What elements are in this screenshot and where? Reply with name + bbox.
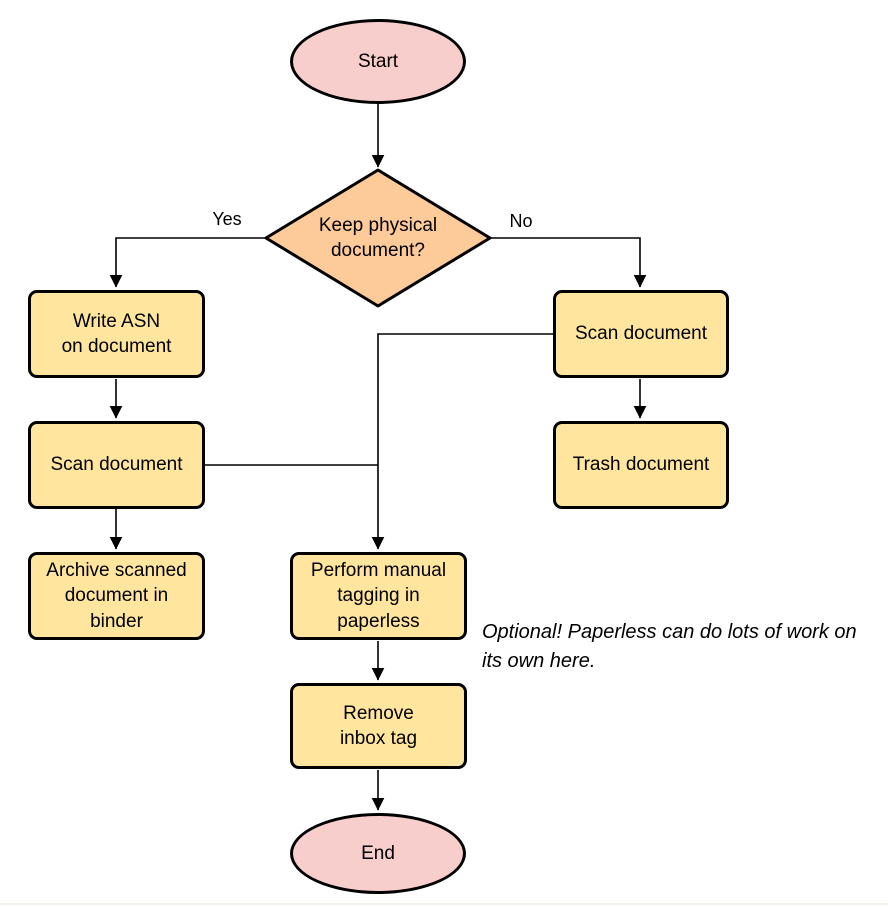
node-trash-document: Trash document bbox=[553, 421, 729, 509]
node-trash-document-label: Trash document bbox=[572, 454, 710, 476]
branch-label-no: No bbox=[509, 211, 533, 231]
node-remove-inbox-tag-label: Remove inbox tag bbox=[339, 702, 418, 749]
node-perform-tagging-label: Perform manual tagging in paperless bbox=[310, 560, 447, 632]
node-write-asn-label: Write ASN on document bbox=[61, 310, 172, 357]
decision-diamond bbox=[264, 168, 492, 308]
node-write-asn: Write ASN on document bbox=[28, 290, 205, 378]
node-remove-inbox-tag: Remove inbox tag bbox=[290, 683, 467, 769]
node-scan-document-right: Scan document bbox=[553, 290, 729, 378]
node-archive-scanned: Archive scanned document in binder bbox=[28, 552, 205, 640]
page-bottom-border bbox=[0, 903, 888, 905]
decision-text: Keep physical document? bbox=[318, 214, 438, 261]
edge-scan-right-to-perform-tagging bbox=[371, 333, 553, 550]
node-end-label: End bbox=[361, 842, 395, 864]
node-start-label: Start bbox=[357, 50, 399, 72]
node-start: Start bbox=[290, 19, 466, 104]
node-scan-document-right-label: Scan document bbox=[574, 323, 708, 345]
node-decision-label: Keep physical document? bbox=[266, 170, 490, 306]
annotation-optional: Optional! Paperless can do lots of work … bbox=[482, 621, 857, 672]
edge-decision-no-to-scan-right bbox=[490, 237, 647, 288]
node-scan-document-left-label: Scan document bbox=[50, 454, 183, 476]
node-end: End bbox=[290, 813, 466, 894]
branch-label-yes: Yes bbox=[212, 209, 242, 229]
edge-decision-yes-to-write-asn bbox=[109, 237, 266, 288]
node-scan-document-left: Scan document bbox=[28, 421, 205, 509]
node-perform-tagging: Perform manual tagging in paperless bbox=[290, 552, 467, 640]
node-archive-scanned-label: Archive scanned document in binder bbox=[46, 560, 187, 632]
